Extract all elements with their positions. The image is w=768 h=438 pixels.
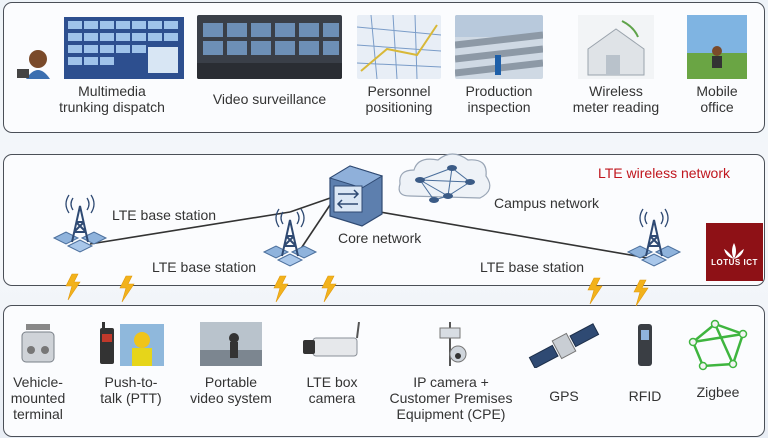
device-portable-video: Portable video system [186, 322, 276, 406]
app-label-line2: inspection [467, 99, 531, 115]
zigbee-mesh-icon [688, 319, 748, 371]
lte-network-panel [3, 154, 765, 286]
core-network-label: Core network [338, 230, 422, 246]
portable-video-photo [200, 322, 262, 366]
device-ip-camera-cpe: IP camera + Customer Premises Equipment … [376, 320, 526, 422]
wireless-link-bolt-icon [119, 275, 135, 303]
box-camera-icon [303, 322, 360, 357]
device-label-line1: Zigbee [696, 384, 740, 400]
base-station-label: LTE base station [480, 259, 585, 275]
device-push-to-talk: Push-to- talk (PTT) [92, 322, 170, 406]
base-station-label: LTE base station [112, 207, 217, 223]
device-label-line1: IP camera + [413, 374, 489, 390]
device-label-line1: Push-to- [104, 374, 158, 390]
app-production-inspection: Production inspection [455, 15, 543, 115]
wireless-link-bolt-icon [65, 273, 81, 301]
device-vehicle-terminal: Vehicle- mounted terminal [8, 320, 68, 422]
device-label-line2: mounted [10, 390, 66, 406]
device-label-line2: talk (PTT) [100, 390, 162, 406]
app-video-surveillance: Video surveillance [197, 15, 342, 107]
app-multimedia-dispatch: Multimedia trunking dispatch [16, 15, 186, 115]
device-label-line1: Vehicle- [13, 374, 63, 390]
app-personnel-positioning: Personnel positioning [357, 15, 441, 115]
gps-satellite-icon [528, 323, 600, 368]
smart-meter-house-image [578, 15, 654, 79]
device-rfid: RFID [620, 322, 670, 404]
applications-panel: Multimedia trunking dispatch Video surve… [3, 2, 765, 133]
campus-network-cloud-icon [398, 153, 491, 203]
pipeline-image [455, 15, 543, 79]
campus-network-label: Campus network [494, 195, 600, 211]
app-label-line1: Production [465, 83, 533, 99]
app-label-line1: Mobile [696, 83, 738, 99]
app-label-line2: meter reading [572, 99, 660, 115]
device-lte-box-camera: LTE box camera [296, 322, 368, 406]
lotus-flower-icon [724, 243, 744, 259]
mobile-office-image [687, 15, 747, 79]
device-label-line3: Equipment (CPE) [396, 406, 506, 422]
ptt-radio-icon [100, 322, 164, 366]
device-label-line1: GPS [549, 388, 579, 404]
core-network-switch-icon [328, 165, 384, 227]
wireless-link-bolt-icon [633, 279, 649, 307]
app-mobile-office: Mobile office [680, 15, 754, 115]
wireless-link-bolt-icon [587, 277, 603, 305]
app-label-line2: positioning [365, 99, 433, 115]
app-label-line1: Personnel [367, 83, 431, 99]
lte-base-station-tower-icon [627, 208, 681, 267]
ip-camera-cpe-icon [439, 322, 467, 366]
device-label-line1: RFID [628, 388, 662, 404]
device-label-line2: camera [308, 390, 356, 406]
device-label-line1: LTE box [306, 374, 358, 390]
dispatch-console-image [17, 17, 184, 79]
device-gps: GPS [524, 322, 604, 404]
wireless-link-bolt-icon [321, 275, 337, 303]
app-label-line1: Multimedia [78, 83, 146, 99]
lte-network-title: LTE wireless network [598, 165, 731, 181]
app-label-line2: trunking dispatch [59, 99, 165, 115]
device-label-line2: video system [190, 390, 272, 406]
app-wireless-meter-reading: Wireless meter reading [564, 15, 668, 115]
app-label-line1: Wireless [589, 83, 643, 99]
wireless-link-bolt-icon [273, 275, 289, 303]
device-zigbee: Zigbee [680, 318, 756, 400]
device-label-line3: terminal [13, 406, 63, 422]
device-label-line2: Customer Premises [389, 390, 513, 406]
vehicle-terminal-icon [21, 324, 55, 363]
base-station-label: LTE base station [152, 259, 257, 275]
logo-text: LOTUS ICT [711, 258, 758, 267]
rfid-reader-icon [638, 324, 652, 366]
surveillance-room-image [197, 15, 342, 79]
device-label-line1: Portable [204, 374, 258, 390]
app-label-line1: Video surveillance [212, 91, 327, 107]
lotus-ict-logo: LOTUS ICT [706, 223, 763, 281]
app-label-line2: office [700, 99, 734, 115]
positioning-map-image [357, 15, 441, 79]
